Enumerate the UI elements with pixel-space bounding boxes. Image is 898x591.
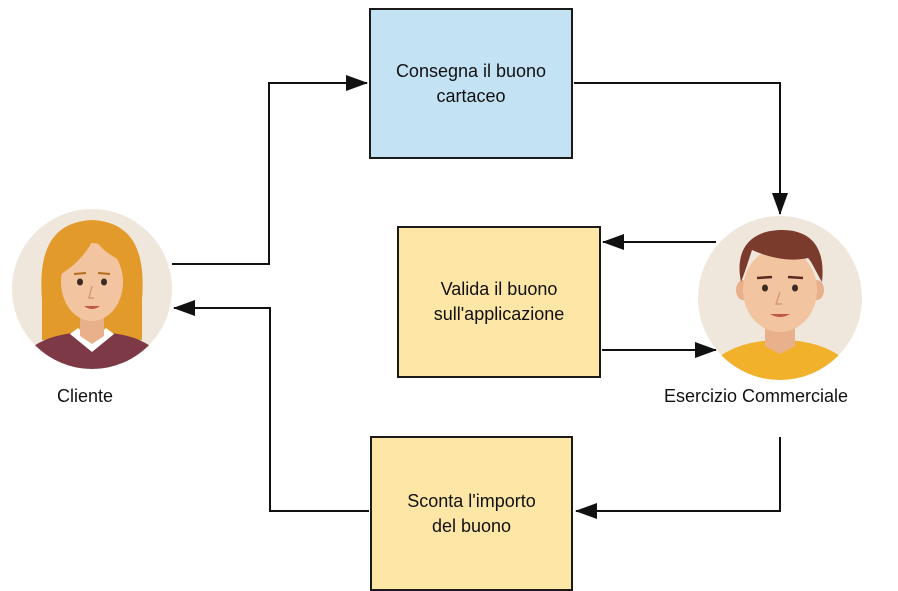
- merchant-label: Esercizio Commerciale: [664, 386, 849, 406]
- step-validate-voucher: Valida il buono sull'applicazione: [397, 226, 601, 378]
- woman-avatar-icon: [12, 209, 172, 369]
- arrow-discount-to-client: [173, 300, 369, 512]
- step-validate-line1: Valida il buono: [440, 279, 558, 299]
- step-deliver-line2: cartaceo: [436, 85, 506, 106]
- man-avatar-icon: [698, 216, 862, 380]
- step-validate-line2: sull'applicazione: [433, 304, 565, 324]
- client-label: Cliente: [57, 386, 114, 406]
- step-deliver-voucher: Consegna il buono cartaceo: [369, 8, 573, 159]
- step-discount-amount: Sconta l'importo del buono: [370, 436, 573, 591]
- step-discount-line2: del buono: [431, 515, 512, 536]
- step-discount-line1: Sconta l'importo: [407, 490, 536, 511]
- arrow-merchant-to-discount: [575, 437, 781, 519]
- step-deliver-line1: Consegna il buono: [395, 60, 547, 81]
- arrow-deliver-to-merchant: [574, 82, 788, 215]
- arrow-client-to-deliver: [172, 75, 368, 265]
